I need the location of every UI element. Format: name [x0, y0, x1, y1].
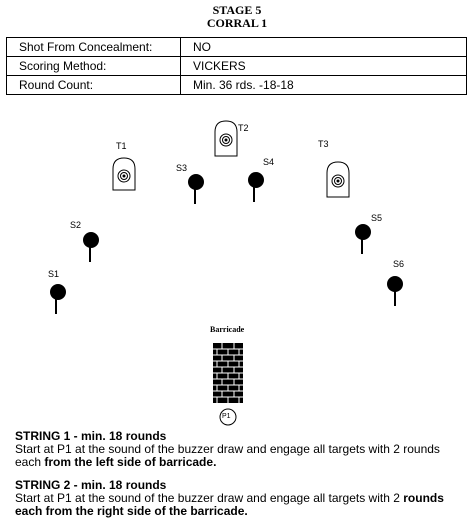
table-row: Round Count: Min. 36 rds. -18-18	[6, 75, 467, 95]
target-t2-icon	[214, 120, 238, 157]
steel-s5-icon	[355, 224, 371, 254]
string-1-title: STRING 1 - min. 18 rounds	[15, 429, 167, 443]
steel-s2-icon	[83, 232, 99, 262]
steel-s4-icon	[248, 172, 264, 202]
barricade-label: Barricade	[210, 325, 245, 334]
round-count-label: Round Count:	[6, 75, 181, 95]
round-count-value: Min. 36 rds. -18-18	[180, 75, 467, 95]
string-2-emphasis: rounds each from the right side of the b…	[15, 491, 444, 518]
string-2-text: Start at P1 at the sound of the buzzer d…	[15, 491, 404, 505]
position-p1-label: P1	[222, 413, 231, 420]
string-1-emphasis: from the left side of barricade.	[44, 455, 217, 469]
string-2-title: STRING 2 - min. 18 rounds	[15, 478, 167, 492]
steel-s1-icon	[50, 284, 66, 314]
string-2: STRING 2 - min. 18 rounds Start at P1 at…	[15, 479, 465, 518]
string-1-text: Start at P1 at the sound of the buzzer d…	[15, 442, 440, 469]
steel-s6-icon	[387, 276, 403, 306]
label-t3: T3	[318, 139, 329, 149]
label-s6: S6	[393, 259, 405, 269]
label-s3: S3	[176, 163, 188, 173]
barricade-icon	[213, 343, 243, 403]
stage-subtitle: CORRAL 1	[206, 16, 268, 30]
string-2-description: Start at P1 at the sound of the buzzer d…	[15, 492, 465, 518]
label-t2: T2	[238, 123, 249, 133]
label-s4: S4	[263, 157, 275, 167]
stage-title: STAGE 5	[212, 3, 262, 17]
label-t1: T1	[116, 141, 127, 151]
string-instructions: STRING 1 - min. 18 rounds Start at P1 at…	[15, 430, 465, 528]
label-s1: S1	[48, 269, 60, 279]
table-row: Shot From Concealment: NO	[6, 37, 467, 57]
string-1: STRING 1 - min. 18 rounds Start at P1 at…	[15, 430, 465, 469]
label-s2: S2	[70, 220, 82, 230]
steel-s3-icon	[188, 174, 204, 204]
position-p1-marker	[219, 408, 237, 426]
target-t3-icon	[326, 161, 350, 198]
target-t1-icon	[112, 157, 136, 191]
stage-info-table: Shot From Concealment: NO Scoring Method…	[6, 37, 467, 95]
label-s5: S5	[371, 213, 383, 223]
string-1-description: Start at P1 at the sound of the buzzer d…	[15, 443, 465, 469]
